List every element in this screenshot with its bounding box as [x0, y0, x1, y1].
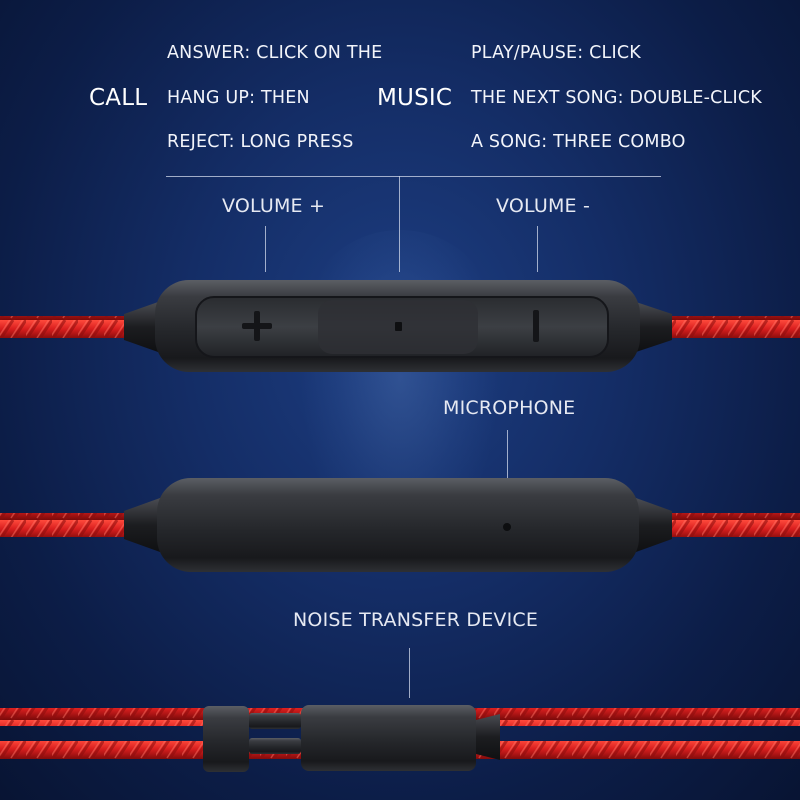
music-heading: MUSIC: [377, 85, 453, 111]
microphone-hole-icon: [503, 523, 511, 531]
noise-transfer-device: [203, 705, 500, 772]
call-answer-text: ANSWER: CLICK ON THE: [167, 43, 383, 63]
music-play-text: PLAY/PAUSE: CLICK: [471, 43, 641, 63]
music-next-text: THE NEXT SONG: DOUBLE-CLICK: [471, 88, 762, 108]
volume-up-icon: [242, 311, 272, 341]
call-heading: CALL: [89, 85, 148, 111]
microphone-pointer: [507, 430, 508, 480]
noise-device-label: NOISE TRANSFER DEVICE: [293, 609, 539, 631]
volume-down-pointer: [537, 226, 538, 272]
volume-down-label: VOLUME -: [496, 195, 591, 217]
noise-device-pointer: [409, 648, 410, 698]
remote-mic-hole-icon: [395, 322, 402, 331]
music-combo-text: A SONG: THREE COMBO: [471, 132, 686, 152]
center-divider: [399, 176, 400, 272]
microphone-housing: [124, 478, 672, 572]
call-hangup-text: HANG UP: THEN: [167, 88, 310, 108]
volume-up-pointer: [265, 226, 266, 272]
call-reject-text: REJECT: LONG PRESS: [167, 132, 354, 152]
section-divider: [166, 176, 661, 177]
remote-control: [124, 280, 672, 372]
volume-down-icon: [533, 310, 539, 342]
microphone-label: MICROPHONE: [443, 397, 576, 419]
volume-up-label: VOLUME +: [222, 195, 326, 217]
